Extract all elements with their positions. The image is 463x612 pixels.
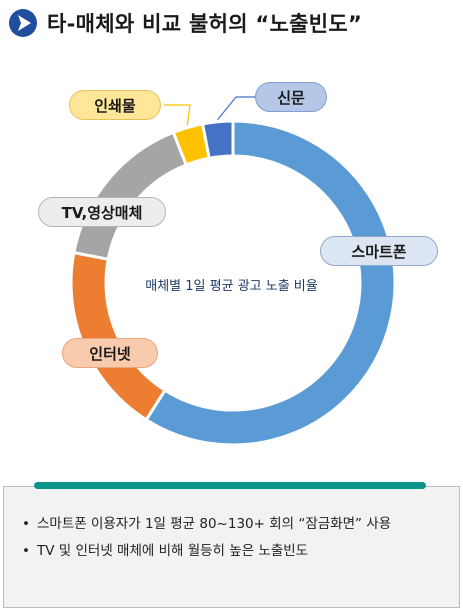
summary-bullet: •TV 및 인터넷 매체에 비해 월등히 높은 노출빈도 <box>22 543 309 559</box>
bullet-dot: • <box>22 516 30 532</box>
bullet-dot: • <box>22 543 30 559</box>
slice-label-newspaper: 신문 <box>255 82 327 112</box>
slice-label-tv: TV,영상매체 <box>38 197 166 227</box>
slice-label-print: 인쇄물 <box>69 90 161 120</box>
donut-slice-newspaper <box>200 119 235 161</box>
summary-accent-bar <box>34 482 426 489</box>
leader-line-newspaper <box>217 96 256 121</box>
summary-bullet: •스마트폰 이용자가 1일 평균 80~130+ 회의 “잠금화면” 사용 <box>22 516 392 532</box>
chart-center-label: 매체별 1일 평균 광고 노출 비율 <box>145 279 318 294</box>
play-arrow-icon <box>9 9 37 37</box>
page-title: 타-매체와 비교 불허의 “노출빈도” <box>47 12 363 36</box>
donut-slice-tv <box>72 130 189 261</box>
summary-box: •스마트폰 이용자가 1일 평균 80~130+ 회의 “잠금화면” 사용 •T… <box>3 486 460 608</box>
leader-line-print <box>164 104 191 126</box>
summary-bullet-list: •스마트폰 이용자가 1일 평균 80~130+ 회의 “잠금화면” 사용 •T… <box>22 515 449 569</box>
slice-label-smartphone: 스마트폰 <box>320 236 438 266</box>
slice-label-internet: 인터넷 <box>62 338 158 368</box>
media-donut-chart <box>69 96 397 447</box>
page-header: 타-매체와 비교 불허의 “노출빈도” <box>8 6 362 40</box>
